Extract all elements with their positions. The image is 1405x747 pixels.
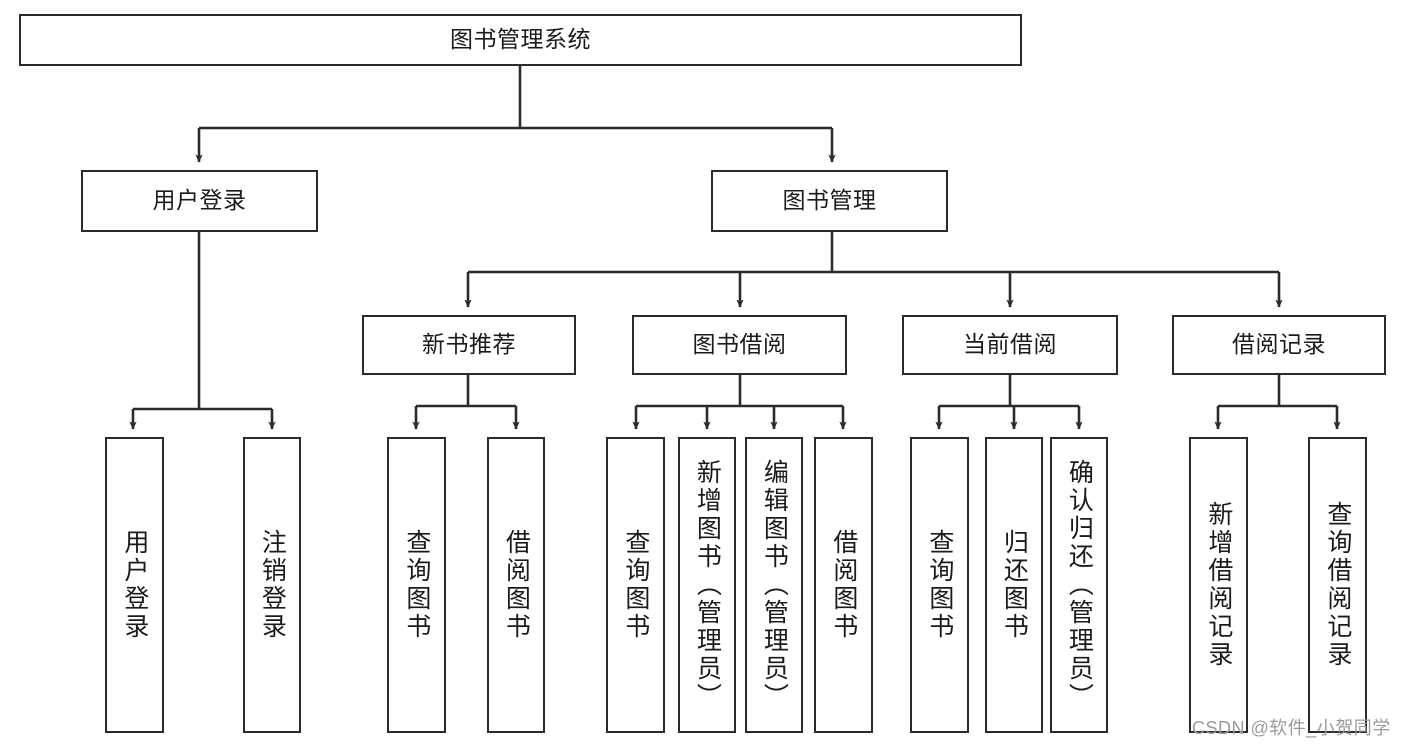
node-label: 借阅图书 xyxy=(502,529,531,641)
node-leaf-borrow-books-recommend[interactable]: 借阅图书 xyxy=(487,437,545,733)
node-label: 归还图书 xyxy=(1000,529,1029,641)
node-label: 查询图书 xyxy=(621,529,650,641)
node-leaf-logout[interactable]: 注销登录 xyxy=(243,437,301,733)
node-label: 图书管理系统 xyxy=(450,26,591,53)
node-leaf-query-books-borrow[interactable]: 查询图书 xyxy=(606,437,665,733)
node-label: 查询图书 xyxy=(925,529,954,641)
node-leaf-query-books-current[interactable]: 查询图书 xyxy=(910,437,969,733)
node-label: 新书推荐 xyxy=(422,331,516,358)
node-root[interactable]: 图书管理系统 xyxy=(19,14,1022,66)
node-label: 图书管理 xyxy=(782,187,877,214)
node-label: 查询借阅记录 xyxy=(1323,501,1352,669)
node-leaf-borrow-books[interactable]: 借阅图书 xyxy=(814,437,873,733)
node-level3-current-borrow[interactable]: 当前借阅 xyxy=(902,315,1118,375)
node-label: 编辑图书（管理员） xyxy=(760,459,789,711)
node-leaf-query-books-recommend[interactable]: 查询图书 xyxy=(387,437,446,733)
node-level3-new-book-recommend[interactable]: 新书推荐 xyxy=(362,315,576,375)
node-leaf-confirm-return-admin[interactable]: 确认归还（管理员） xyxy=(1050,437,1108,733)
node-leaf-return-books[interactable]: 归还图书 xyxy=(985,437,1043,733)
node-level3-borrow-records[interactable]: 借阅记录 xyxy=(1172,315,1386,375)
node-label: 借阅图书 xyxy=(829,529,858,641)
watermark: CSDN @软件_小贺同学 xyxy=(1192,718,1391,738)
node-label: 当前借阅 xyxy=(963,331,1057,358)
node-label: 新增图书（管理员） xyxy=(693,459,722,711)
node-label: 查询图书 xyxy=(402,529,431,641)
node-label: 图书借阅 xyxy=(692,331,787,358)
node-level2-user-login[interactable]: 用户登录 xyxy=(81,170,318,232)
node-leaf-add-borrow-record[interactable]: 新增借阅记录 xyxy=(1189,437,1248,733)
node-leaf-add-book-admin[interactable]: 新增图书（管理员） xyxy=(678,437,736,733)
node-level3-book-borrow[interactable]: 图书借阅 xyxy=(632,315,847,375)
node-leaf-user-login[interactable]: 用户登录 xyxy=(105,437,164,733)
node-label: 用户登录 xyxy=(120,529,149,641)
node-leaf-query-borrow-record[interactable]: 查询借阅记录 xyxy=(1308,437,1367,733)
node-label: 新增借阅记录 xyxy=(1204,501,1233,669)
node-label: 注销登录 xyxy=(258,529,287,641)
node-level2-book-management[interactable]: 图书管理 xyxy=(711,170,948,232)
node-label: 借阅记录 xyxy=(1232,331,1326,358)
node-label: 用户登录 xyxy=(152,187,247,214)
node-label: 确认归还（管理员） xyxy=(1065,459,1094,711)
node-leaf-edit-book-admin[interactable]: 编辑图书（管理员） xyxy=(745,437,803,733)
